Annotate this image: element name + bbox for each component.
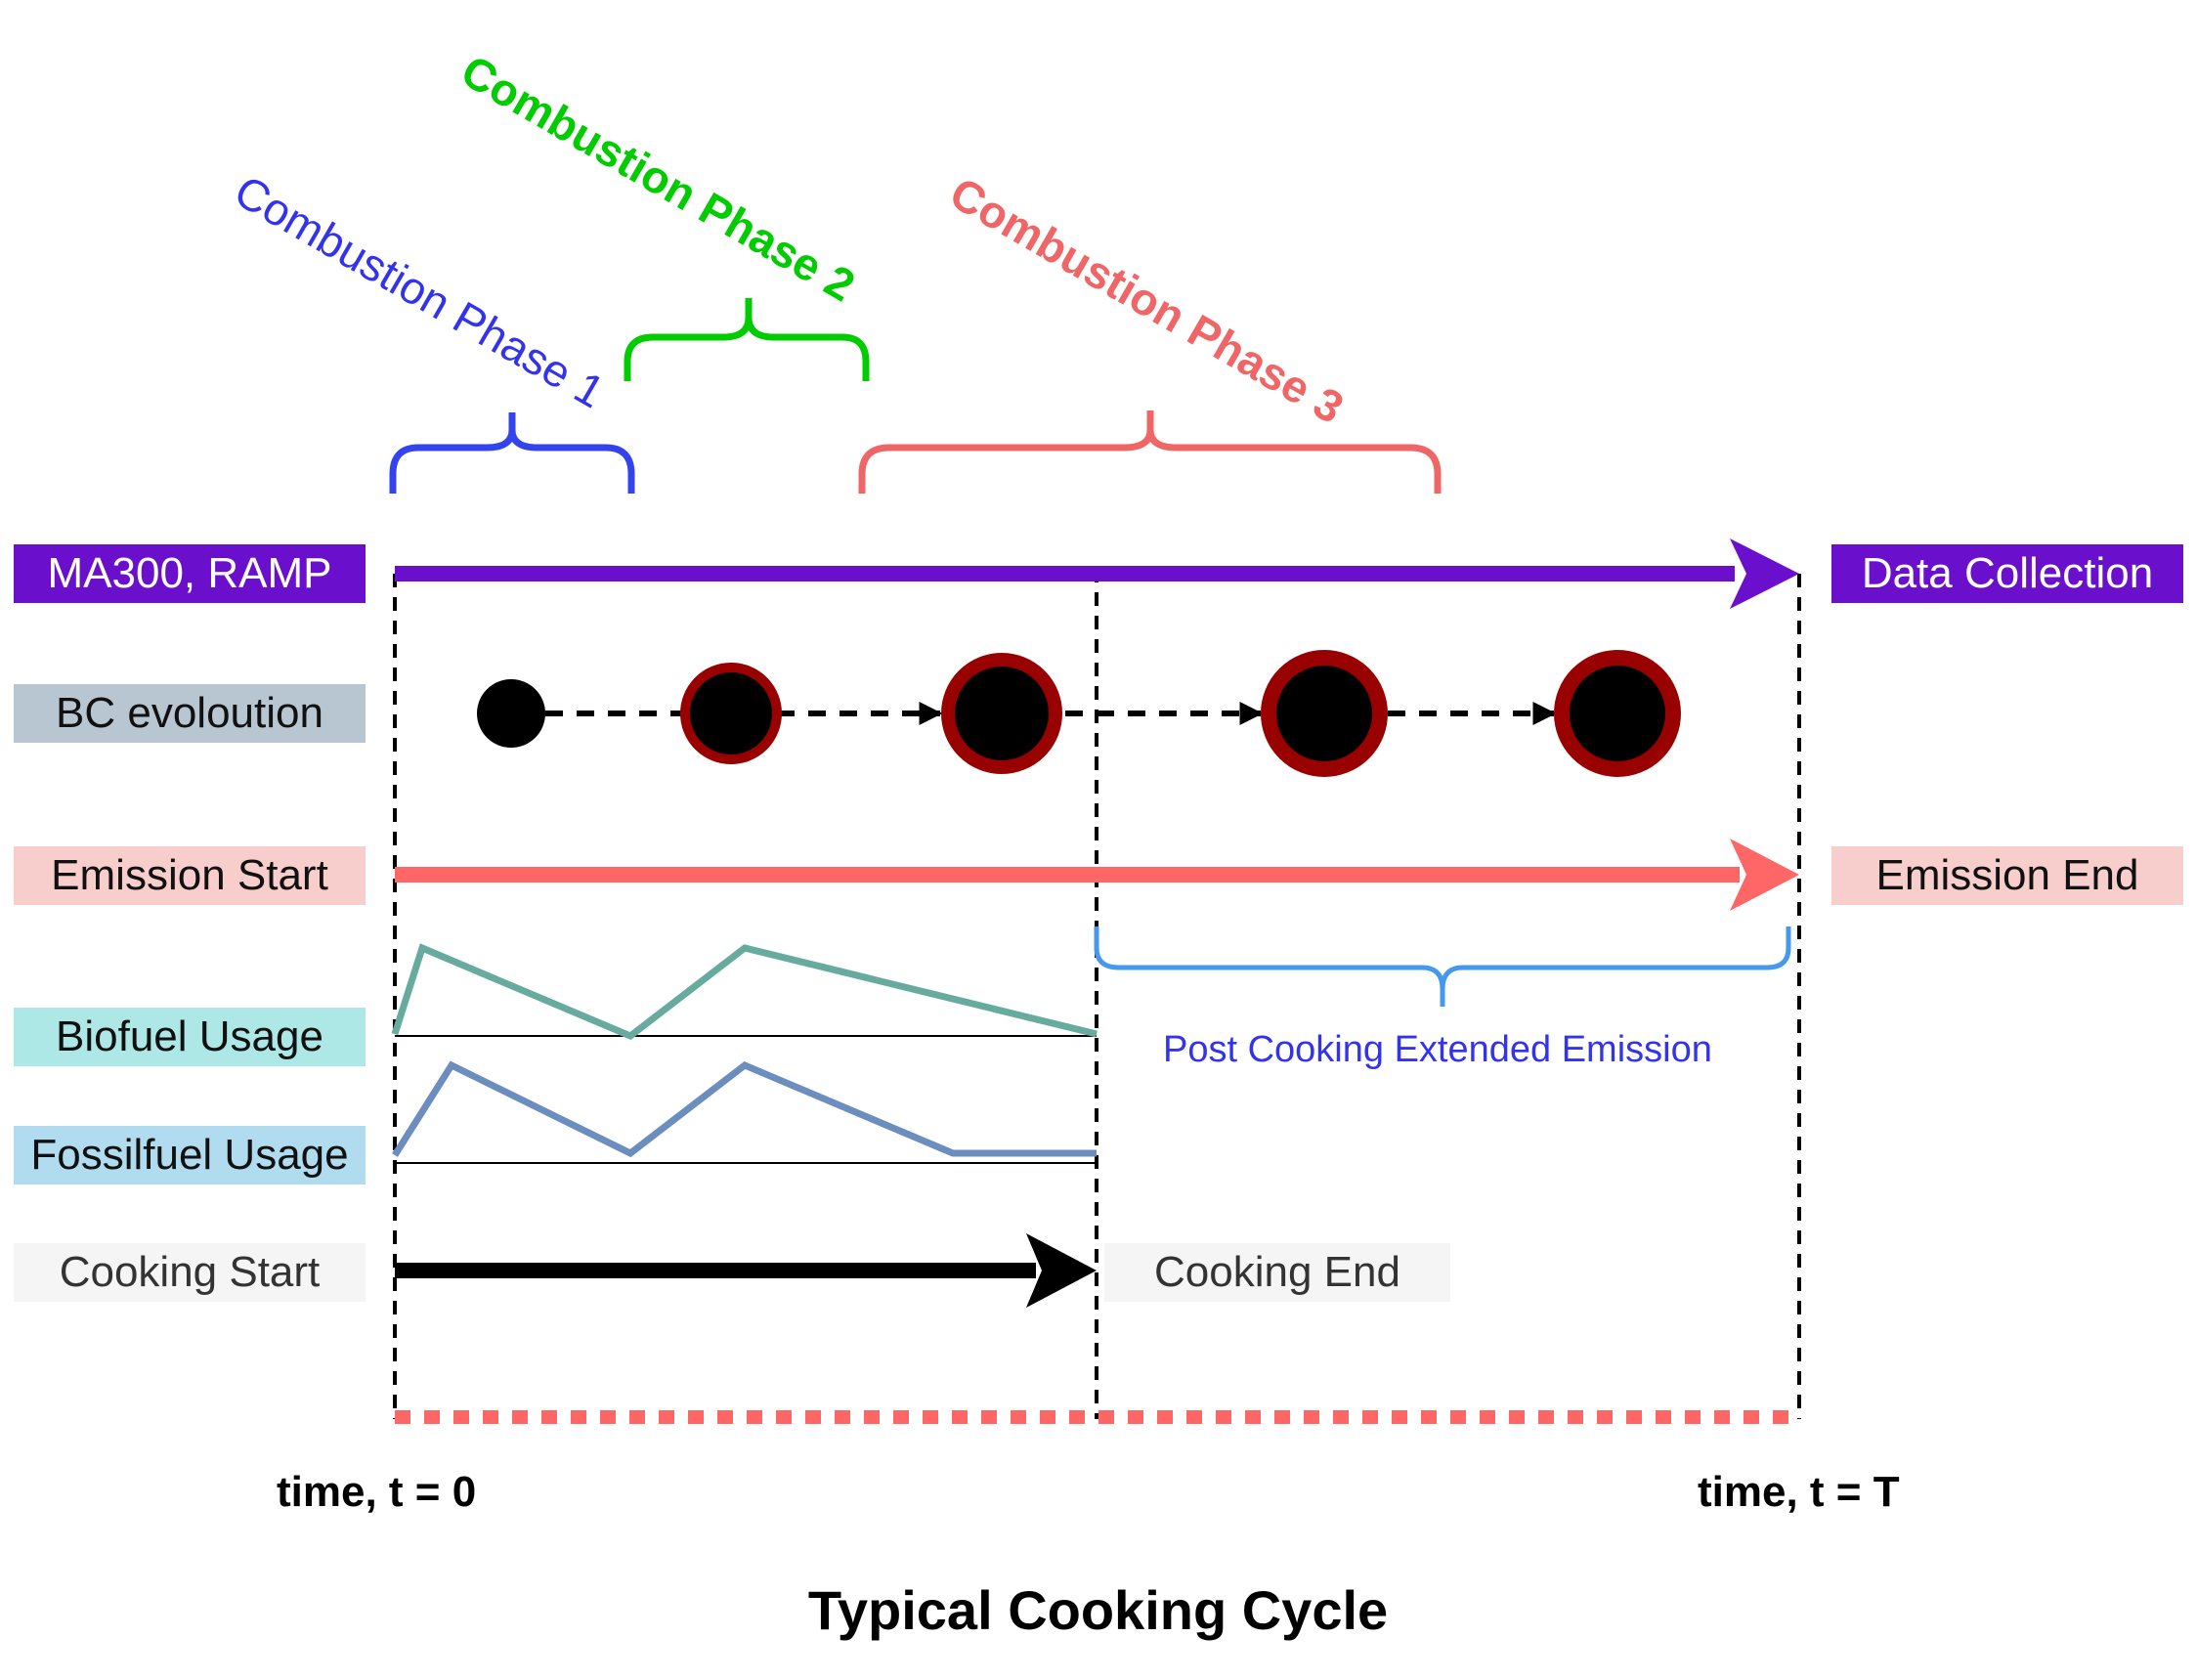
biofuel-usage-label: Biofuel Usage: [14, 1008, 366, 1066]
emission-end-label: Emission End: [1831, 846, 2183, 905]
cooking-start-label: Cooking Start: [14, 1243, 366, 1302]
emission-start-label: Emission Start: [14, 846, 366, 905]
data-collection-arrow-head: [1730, 538, 1799, 609]
bc-evolution-label: BC evoloution: [14, 684, 366, 743]
cooking-end-label: Cooking End: [1104, 1243, 1450, 1302]
biofuel-usage-line: [391, 943, 1098, 1041]
cooking-arrow-head: [1026, 1233, 1097, 1308]
time-start-label: time, t = 0: [277, 1468, 477, 1516]
bc-particle-3: [941, 653, 1062, 774]
bc-particle-5: [1554, 650, 1681, 777]
data-collection-start-label: MA300, RAMP: [14, 544, 366, 603]
phase-2-brace: [624, 298, 870, 381]
fossilfuel-usage-label: Fossilfuel Usage: [14, 1126, 366, 1185]
bc-particle-1: [477, 679, 545, 748]
bc-particle-4: [1261, 650, 1388, 777]
post-cooking-brace: [1094, 926, 1791, 1007]
fossilfuel-usage-line: [392, 1060, 1097, 1158]
time-end-label: time, t = T: [1698, 1468, 1900, 1516]
data-collection-end-label: Data Collection: [1831, 544, 2183, 603]
post-cooking-label: Post Cooking Extended Emission: [1163, 1029, 1712, 1070]
phase-1-brace: [389, 412, 635, 494]
emission-arrow-head: [1730, 839, 1799, 911]
bc-particle-2: [680, 663, 782, 764]
diagram-caption: Typical Cooking Cycle: [807, 1579, 1389, 1641]
phase-3-brace: [858, 410, 1442, 494]
